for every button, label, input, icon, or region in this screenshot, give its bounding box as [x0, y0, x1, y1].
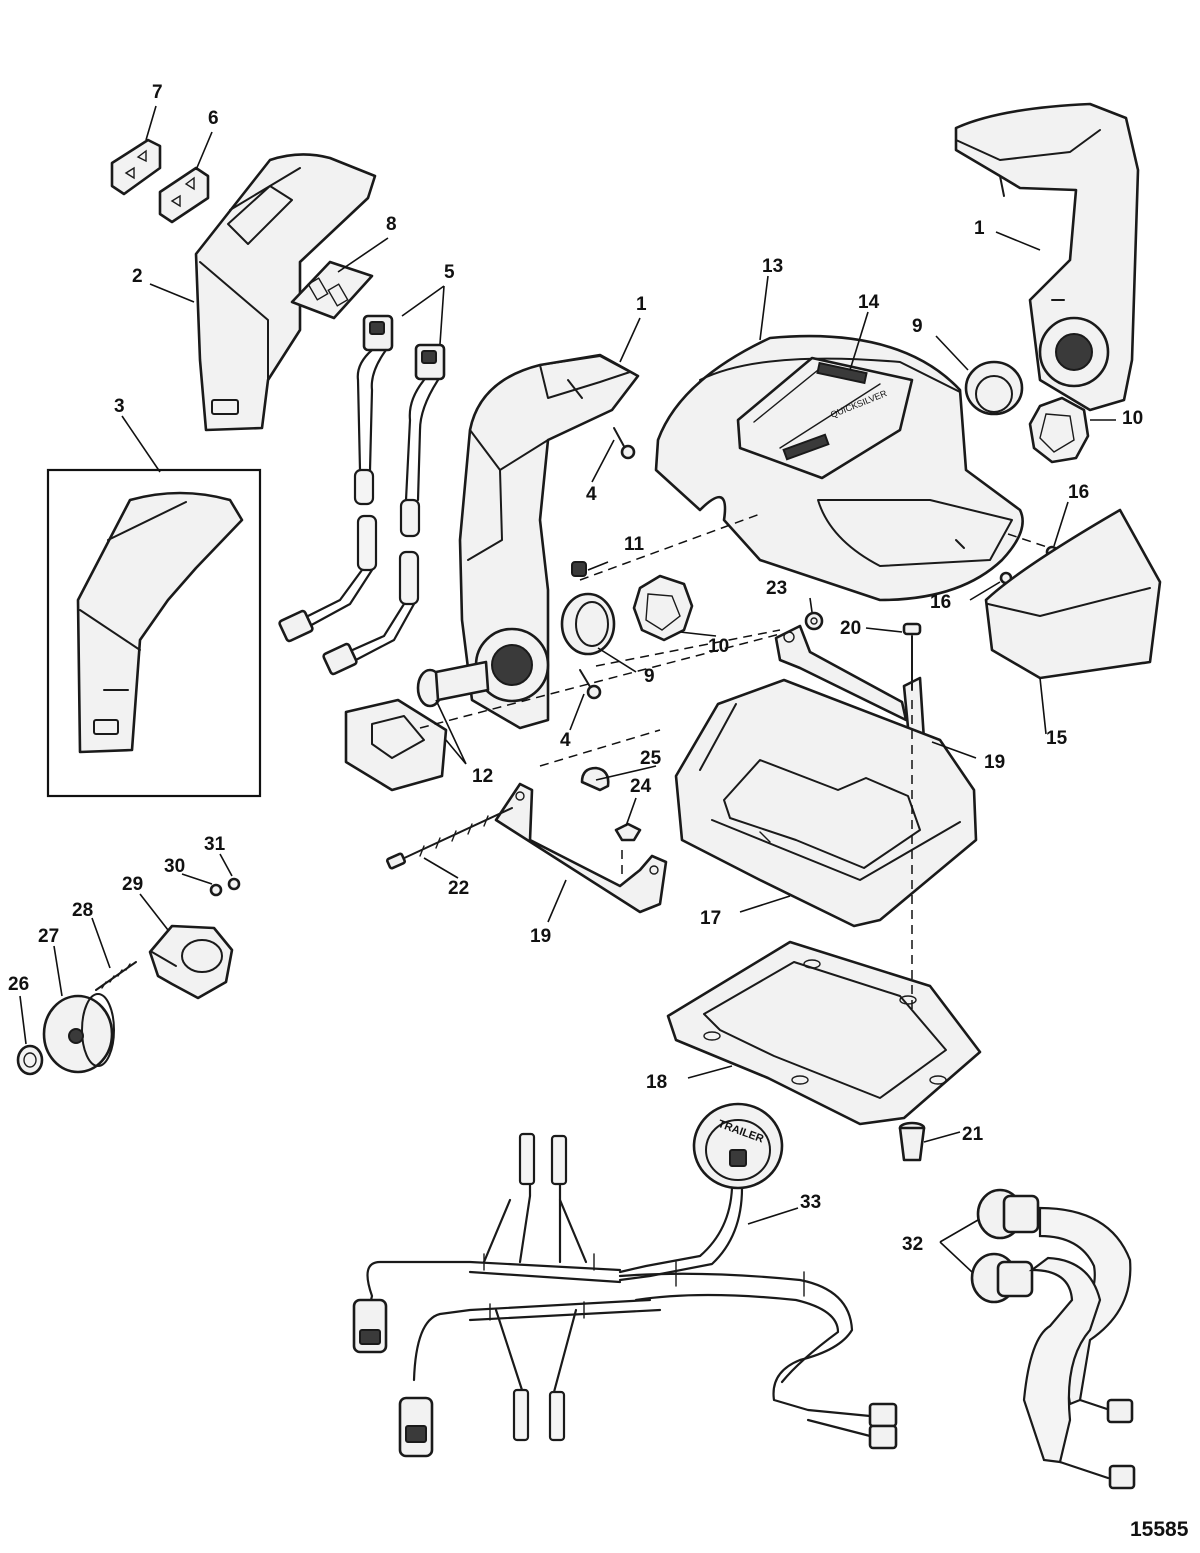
callout-21: 21 [962, 1124, 984, 1145]
callout-9-center: 9 [644, 666, 655, 687]
callout-27: 27 [38, 926, 59, 947]
retainer-ring-9-center [560, 592, 616, 656]
callout-15: 15 [1046, 728, 1068, 749]
bolt-22 [385, 807, 513, 870]
control-handle-1-right [954, 102, 1140, 412]
wire-clip-25 [580, 766, 610, 792]
callout-16-lower: 16 [930, 592, 951, 613]
control-handle-1-center [458, 353, 640, 730]
gasket-18 [666, 940, 982, 1126]
callout-19-left: 19 [530, 926, 551, 947]
switch-harness-5b [322, 343, 446, 676]
callout-7: 7 [152, 82, 163, 103]
callout-33: 33 [800, 1192, 821, 1213]
callout-5: 5 [444, 262, 455, 283]
leader-lines [19, 105, 1116, 1273]
callout-14: 14 [858, 292, 880, 313]
bracket-29 [148, 924, 234, 1000]
callout-22: 22 [448, 878, 469, 899]
callout-6: 6 [208, 108, 219, 129]
callout-26: 26 [8, 974, 29, 995]
knob-27 [42, 993, 115, 1074]
callout-2: 2 [132, 266, 143, 287]
screw-4-lower [579, 669, 602, 700]
connector-harness-32 [970, 1188, 1136, 1490]
detail-inset-frame [46, 468, 262, 798]
callout-29: 29 [122, 874, 143, 895]
nut-26 [16, 1044, 44, 1076]
callout-19-right: 19 [984, 752, 1005, 773]
callout-10-center: 10 [708, 636, 729, 657]
mounting-bracket-19-left [494, 782, 668, 914]
callout-23: 23 [766, 578, 787, 599]
callout-13: 13 [762, 256, 783, 277]
handle-cover-3 [76, 491, 244, 754]
callout-1-right: 1 [974, 218, 985, 239]
detent-ring-10-right [1028, 396, 1090, 464]
callout-24: 24 [630, 776, 652, 797]
retainer-ring-9-right [964, 360, 1024, 416]
base-17 [674, 678, 978, 928]
callout-3: 3 [114, 396, 125, 417]
display-panel-14: QUICKSILVER [736, 356, 914, 480]
side-cover-15 [984, 508, 1162, 680]
switch-harness-5a [278, 314, 394, 643]
detent-ring-10-center [632, 574, 694, 642]
set-screw-11 [571, 561, 587, 577]
callout-1-center: 1 [636, 294, 647, 315]
trailer-switch-33: TRAILER [692, 1102, 784, 1190]
nut-31 [227, 877, 241, 891]
callout-16-upper: 16 [1068, 482, 1089, 503]
callout-31: 31 [204, 834, 226, 855]
switch-cap-6 [158, 166, 210, 224]
screw-20 [902, 622, 922, 691]
callout-28: 28 [72, 900, 93, 921]
clip-24 [614, 822, 642, 842]
callout-20: 20 [840, 618, 861, 639]
callout-25: 25 [640, 748, 662, 769]
callout-8: 8 [386, 214, 397, 235]
callout-9-right: 9 [912, 316, 923, 337]
callout-18: 18 [646, 1072, 667, 1093]
wiring-harness-33 [352, 1132, 898, 1458]
callout-30: 30 [164, 856, 185, 877]
washer-30 [209, 883, 223, 897]
callout-17: 17 [700, 908, 721, 929]
assembly-lines [419, 513, 1051, 1010]
callout-32: 32 [902, 1234, 923, 1255]
handle-lock-12 [344, 660, 490, 792]
callout-12: 12 [472, 766, 493, 787]
switch-cap-7 [110, 138, 162, 196]
nut-23 [804, 611, 824, 631]
shaft-28 [95, 961, 137, 991]
callout-4-upper: 4 [586, 484, 597, 505]
handle-cover-2 [194, 153, 377, 432]
callout-10-right: 10 [1122, 408, 1143, 429]
screw-4-upper [613, 427, 636, 460]
callout-4-lower: 4 [560, 730, 571, 751]
switch-plate-8 [290, 260, 374, 320]
sleeve-21 [898, 1121, 926, 1162]
diagram-id: 15585 [1130, 1518, 1189, 1541]
callout-11: 11 [624, 534, 645, 555]
